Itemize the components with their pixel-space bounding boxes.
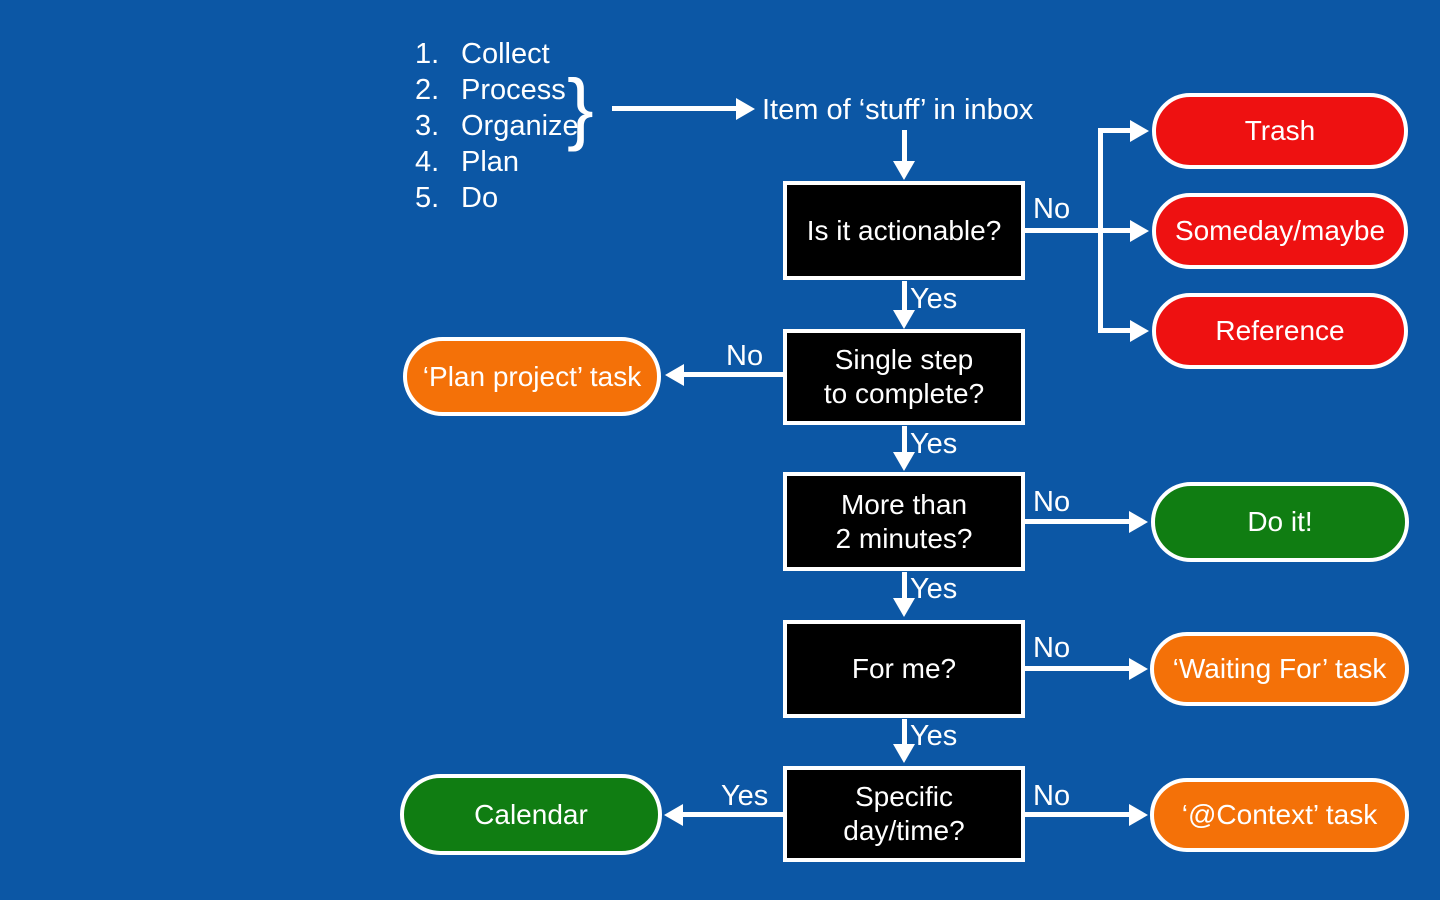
outcome-calendar: Calendar	[400, 774, 662, 855]
edge-label-yes: Yes	[910, 573, 958, 605]
decision-single-step: Single step to complete?	[783, 329, 1025, 425]
connector-two-minutes-yes	[902, 572, 907, 600]
connector-inbox-to-actionable	[902, 130, 907, 162]
arrow-head	[1129, 658, 1148, 680]
list-item-label: Plan	[461, 146, 520, 178]
connector-two-minutes-no	[1025, 519, 1131, 524]
decision-label: More than	[840, 488, 968, 520]
connector-brace-to-inbox	[612, 106, 736, 111]
arrow-head	[893, 598, 915, 617]
edge-label-no: No	[1033, 632, 1071, 664]
connector-day-time-yes	[682, 812, 783, 817]
list-item-number: 3.	[415, 110, 440, 142]
connector-to-trash	[1098, 128, 1132, 133]
list-item: 2. Process	[415, 72, 579, 108]
edge-label-no: No	[1033, 193, 1071, 225]
list-item: 5. Do	[415, 180, 579, 216]
outcome-label: Reference	[1215, 315, 1345, 346]
decision-label: to complete?	[823, 378, 985, 409]
arrow-head	[1130, 120, 1149, 142]
edge-label-no: No	[1033, 486, 1071, 518]
gtd-steps-list: 1. Collect 2. Process 3. Organize 4. Pla…	[415, 36, 579, 216]
arrow-head	[665, 364, 684, 386]
arrow-head	[736, 98, 755, 120]
decision-label: Single step	[834, 344, 974, 375]
list-item: 3. Organize	[415, 108, 579, 144]
outcome-do-it: Do it!	[1151, 482, 1409, 562]
edge-label-yes: Yes	[721, 780, 769, 812]
decision-is-it-actionable: Is it actionable?	[783, 181, 1025, 280]
edge-label-yes: Yes	[910, 428, 958, 460]
inbox-item-label: Item of ‘stuff’ in inbox	[762, 94, 1034, 126]
decision-label: Is it actionable?	[806, 214, 1002, 246]
edge-label-no: No	[1033, 780, 1071, 812]
list-item-number: 4.	[415, 146, 440, 178]
decision-label: day/time?	[843, 815, 965, 846]
outcome-plan-project-task: ‘Plan project’ task	[403, 337, 661, 416]
decision-specific-day-time: Specific day/time?	[783, 766, 1025, 862]
edge-label-yes: Yes	[910, 720, 958, 752]
outcome-label: ‘@Context’ task	[1181, 799, 1378, 830]
connector-single-step-yes	[902, 426, 907, 454]
connector-to-reference	[1098, 328, 1132, 333]
outcome-label: Do it!	[1247, 506, 1313, 537]
arrow-head	[1129, 804, 1148, 826]
list-item-number: 5.	[415, 182, 440, 214]
list-item-label: Organize	[461, 110, 579, 142]
arrow-head	[893, 161, 915, 180]
outcome-label: ‘Waiting For’ task	[1172, 653, 1387, 684]
decision-label: 2 minutes?	[835, 522, 973, 554]
outcome-label: Calendar	[474, 798, 588, 830]
connector-for-me-yes	[902, 719, 907, 746]
edge-label-no: No	[726, 340, 764, 372]
outcome-someday-maybe: Someday/maybe	[1152, 193, 1408, 269]
list-item: 1. Collect	[415, 36, 579, 72]
outcome-reference: Reference	[1152, 293, 1408, 369]
arrow-head	[893, 744, 915, 763]
list-item-number: 1.	[415, 38, 440, 70]
list-item-label: Collect	[461, 38, 550, 70]
connector-single-step-no	[683, 372, 783, 377]
connector-to-someday	[1098, 228, 1132, 233]
arrow-head	[664, 804, 683, 826]
connector-day-time-no	[1025, 812, 1131, 817]
outcome-waiting-for-task: ‘Waiting For’ task	[1150, 632, 1409, 706]
arrow-head	[1129, 511, 1148, 533]
decision-label: Specific	[854, 781, 954, 812]
connector-for-me-no	[1025, 666, 1131, 671]
outcome-label: ‘Plan project’ task	[422, 360, 642, 392]
decision-more-than-2-minutes: More than 2 minutes?	[783, 472, 1025, 571]
connector-actionable-no	[1025, 228, 1103, 233]
outcome-label: Trash	[1244, 115, 1316, 146]
decision-for-me: For me?	[783, 620, 1025, 718]
outcome-label: Someday/maybe	[1174, 215, 1386, 246]
arrow-head	[893, 452, 915, 471]
arrow-head	[1130, 220, 1149, 242]
decision-label: For me?	[851, 653, 957, 684]
list-item-label: Do	[461, 182, 499, 214]
connector-actionable-yes	[902, 281, 907, 312]
list-item: 4. Plan	[415, 144, 579, 180]
outcome-context-task: ‘@Context’ task	[1150, 778, 1409, 852]
outcome-trash: Trash	[1152, 93, 1408, 169]
arrow-head	[893, 310, 915, 329]
list-item-label: Process	[461, 74, 566, 106]
arrow-head	[1130, 320, 1149, 342]
brace-glyph: }	[567, 63, 594, 152]
list-item-number: 2.	[415, 74, 440, 106]
edge-label-yes: Yes	[910, 283, 958, 315]
